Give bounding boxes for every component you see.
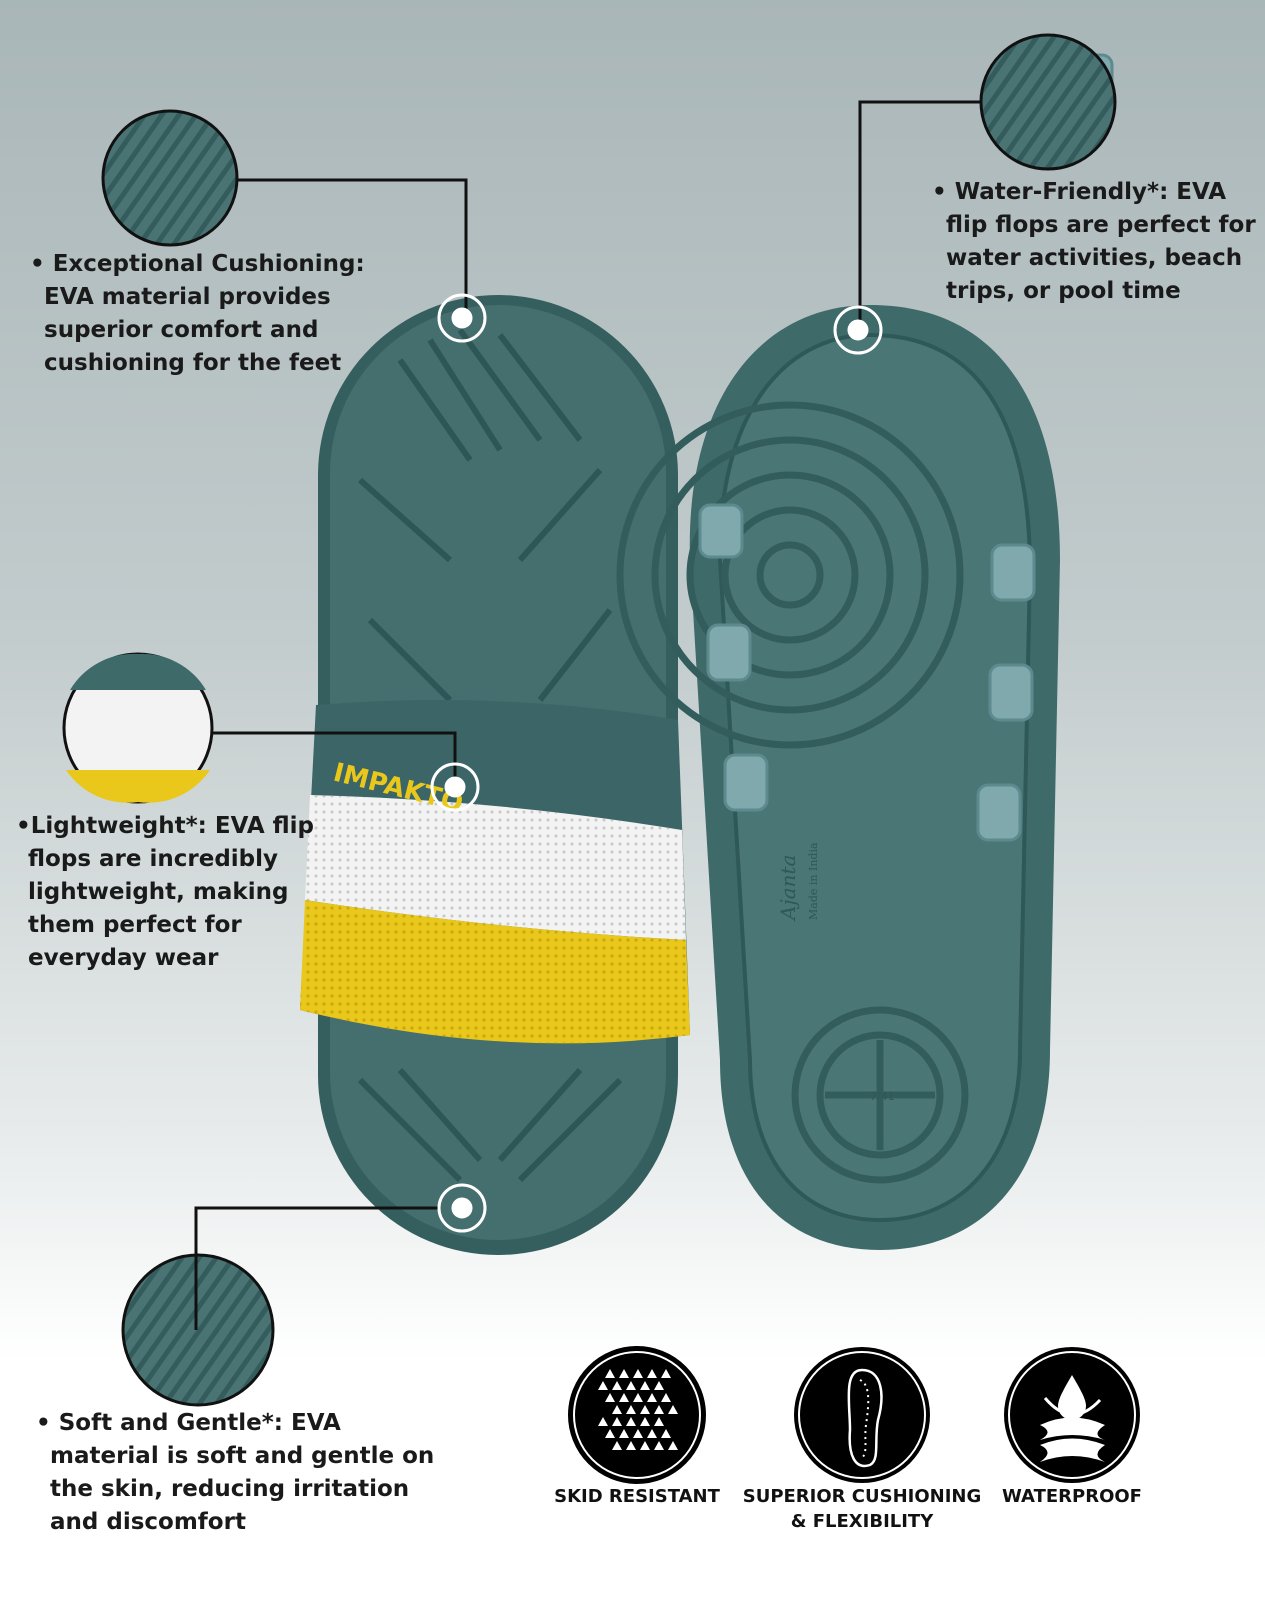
slide-top-view: IMPAKTO — [300, 295, 690, 1255]
grip-triangle — [647, 1429, 657, 1438]
callout-line: superior comfort and — [44, 317, 319, 343]
callout-line: •Lightweight*: EVA flip — [16, 813, 315, 839]
callout-line: flops are incredibly — [28, 846, 279, 872]
grip-triangle — [661, 1369, 671, 1378]
detail-circles — [62, 33, 1117, 1407]
grip-triangle — [661, 1393, 671, 1402]
grip-triangle — [598, 1417, 608, 1426]
callout-line: and discomfort — [50, 1509, 246, 1535]
callout-line: • Water-Friendly*: EVA — [932, 179, 1227, 205]
grip-triangle — [619, 1429, 629, 1438]
callout-cushioning: • Exceptional Cushioning: EVA material p… — [30, 248, 365, 380]
feature-label: WATERPROOF — [1002, 1486, 1142, 1507]
grip-triangle — [633, 1429, 643, 1438]
callout-line: everyday wear — [28, 945, 219, 971]
grip-triangle — [626, 1441, 636, 1450]
hotspots — [430, 293, 883, 1233]
callout-lightweight: •Lightweight*: EVA flip flops are incred… — [16, 810, 314, 975]
water-drop-layers-icon — [1004, 1347, 1140, 1483]
grip-triangle — [633, 1369, 643, 1378]
slide-sole-view: Ajanta Made in India 7/41 — [616, 53, 1114, 1250]
grip-triangle — [619, 1393, 629, 1402]
feature-waterproof: WATERPROOF — [952, 1484, 1192, 1509]
water-pods — [698, 53, 1114, 842]
grip-triangle — [626, 1405, 636, 1414]
grip-triangle — [626, 1381, 636, 1390]
grip-triangle — [668, 1405, 678, 1414]
grip-triangle — [619, 1369, 629, 1378]
callout-line: material is soft and gentle on — [50, 1443, 435, 1469]
callout-line: • Soft and Gentle*: EVA — [36, 1410, 341, 1436]
grip-triangle — [633, 1393, 643, 1402]
grip-triangle — [598, 1381, 608, 1390]
callout-soft: • Soft and Gentle*: EVA material is soft… — [36, 1407, 434, 1539]
feature-label: SKID RESISTANT — [554, 1486, 720, 1507]
callout-line: lightweight, making — [28, 879, 289, 905]
feature-skid-resistant: SKID RESISTANT — [517, 1484, 757, 1509]
grip-triangle — [605, 1369, 615, 1378]
connector-lines — [194, 100, 980, 1330]
feature-label: SUPERIOR CUSHIONING — [742, 1486, 982, 1507]
feature-label: & FLEXIBILITY — [790, 1511, 934, 1532]
grip-triangle — [647, 1393, 657, 1402]
callout-line: water activities, beach — [946, 245, 1243, 271]
triangle-grip-icon — [568, 1346, 706, 1484]
callout-line: trips, or pool time — [946, 278, 1181, 304]
grip-triangle — [668, 1441, 678, 1450]
grip-triangle — [647, 1369, 657, 1378]
grip-triangle — [640, 1417, 650, 1426]
grip-triangle — [605, 1393, 615, 1402]
size-mark: 7/41 — [870, 1090, 895, 1103]
grip-triangle — [640, 1441, 650, 1450]
grip-triangle — [605, 1429, 615, 1438]
grip-triangle — [612, 1441, 622, 1450]
feature-cushioning: SUPERIOR CUSHIONING & FLEXIBILITY — [742, 1484, 982, 1534]
grip-triangle — [612, 1405, 622, 1414]
callout-line: flip flops are perfect for — [946, 212, 1256, 238]
svg-text:Ajanta: Ajanta — [776, 855, 800, 922]
grip-triangle — [626, 1417, 636, 1426]
footbed-icon — [794, 1347, 930, 1483]
grip-triangle — [640, 1381, 650, 1390]
grip-triangle — [640, 1405, 650, 1414]
grip-triangle — [654, 1405, 664, 1414]
svg-text:Made in India: Made in India — [807, 842, 820, 920]
grip-triangle — [612, 1381, 622, 1390]
callout-line: cushioning for the feet — [44, 350, 342, 376]
callout-line: • Exceptional Cushioning: — [30, 251, 365, 277]
grip-triangle — [654, 1441, 664, 1450]
grip-triangle — [654, 1417, 664, 1426]
callout-line: the skin, reducing irritation — [50, 1476, 410, 1502]
grip-triangle — [661, 1429, 671, 1438]
sole-logo: Ajanta Made in India — [776, 842, 820, 922]
callout-line: them perfect for — [28, 912, 242, 938]
callout-water: • Water-Friendly*: EVA flip flops are pe… — [932, 176, 1256, 308]
grip-triangle — [654, 1381, 664, 1390]
grip-triangle — [612, 1417, 622, 1426]
callout-line: EVA material provides — [44, 284, 331, 310]
